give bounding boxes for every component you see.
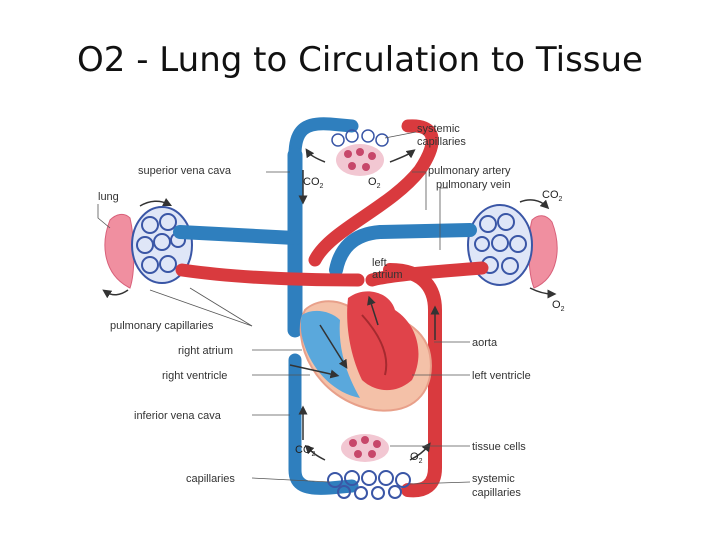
systemic-capillaries-bottom-net <box>327 470 411 500</box>
heart <box>299 291 432 412</box>
left-lung <box>104 213 135 289</box>
label-systemic-capillaries-top-2: capillaries <box>417 136 466 148</box>
gas-o2-top: O2 <box>368 176 381 190</box>
label-pulmonary-vein: pulmonary vein <box>436 179 511 191</box>
label-right-ventricle: right ventricle <box>162 370 227 382</box>
label-superior-vena-cava: superior vena cava <box>138 165 232 177</box>
leader-lines <box>97 131 471 485</box>
tissue-cells-top <box>336 144 384 176</box>
gas-co2-top: CO2 <box>303 176 324 190</box>
label-pulmonary-artery: pulmonary artery <box>428 165 511 177</box>
label-capillaries: capillaries <box>186 473 235 485</box>
gas-co2-bottom: CO2 <box>295 444 316 458</box>
label-systemic-capillaries-bottom-2: capillaries <box>472 487 521 499</box>
left-side-heart <box>347 291 419 391</box>
label-inferior-vena-cava: inferior vena cava <box>134 410 222 422</box>
label-systemic-capillaries-bottom-1: systemic <box>472 473 515 485</box>
systemic-capillaries-top-net <box>331 129 389 147</box>
gas-o2-right: O2 <box>552 299 565 313</box>
circulation-diagram: CO2 O2 CO2 O2 CO2 O2 systemic capillarie… <box>97 117 565 500</box>
label-tissue-cells: tissue cells <box>472 441 526 453</box>
gas-o2-bottom: O2 <box>410 451 423 465</box>
gas-co2-right: CO2 <box>542 189 563 203</box>
label-pulmonary-capillaries: pulmonary capillaries <box>110 320 214 332</box>
label-lung: lung <box>98 191 119 203</box>
label-left-atrium-2: atrium <box>372 269 403 281</box>
label-left-ventricle: left ventricle <box>472 370 531 382</box>
flow-arrows <box>102 148 557 461</box>
right-side-heart <box>300 310 360 398</box>
deoxygenated-vessels <box>173 117 477 495</box>
label-aorta: aorta <box>472 337 498 349</box>
label-systemic-capillaries-top-1: systemic <box>417 123 460 135</box>
label-right-atrium: right atrium <box>178 345 233 357</box>
right-lung <box>528 215 558 289</box>
tissue-cells-bottom <box>341 434 389 462</box>
slide-title: O2 - Lung to Circulation to Tissue <box>77 40 643 80</box>
label-left-atrium-1: left <box>372 257 387 269</box>
